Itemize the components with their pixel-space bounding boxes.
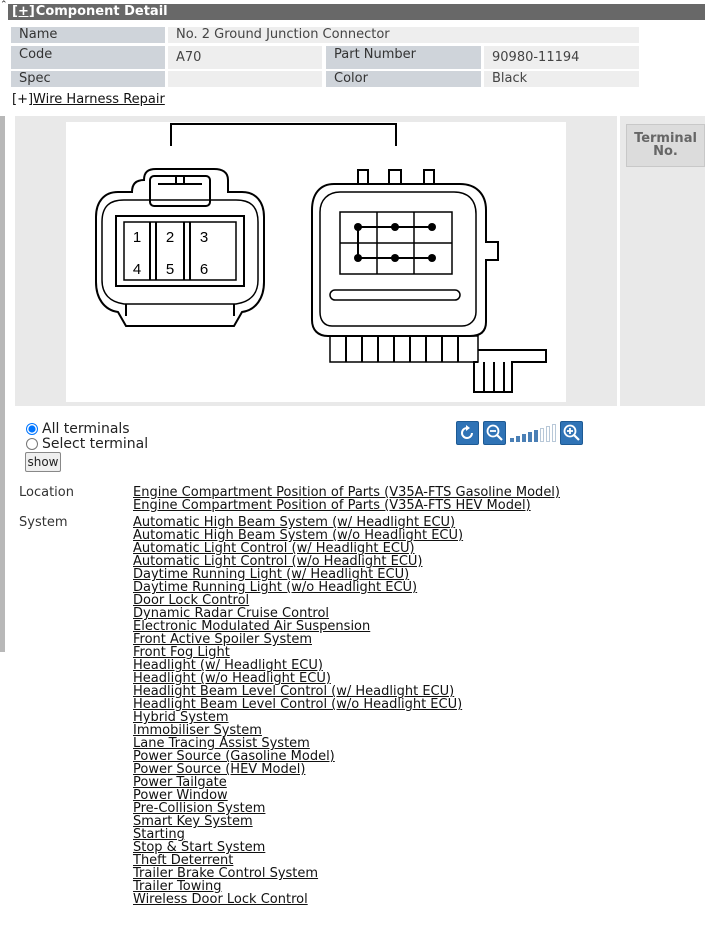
left-scrollbar[interactable] — [0, 116, 5, 652]
zoom-in-button[interactable] — [560, 421, 583, 445]
color-label: Color — [326, 71, 481, 87]
terminal-lead — [473, 349, 547, 393]
system-link[interactable]: Hybrid System — [133, 710, 229, 725]
select-terminal-option[interactable]: Select terminal — [26, 436, 148, 452]
wire-harness-repair-link[interactable]: [+]Wire Harness Repair — [12, 92, 165, 107]
system-link[interactable]: Headlight (w/o Headlight ECU) — [133, 671, 331, 686]
system-link[interactable]: Headlight Beam Level Control (w/o Headli… — [133, 697, 463, 712]
zoom-in-icon — [563, 424, 580, 441]
component-detail-header: [+]Component Detail — [8, 4, 705, 20]
system-link[interactable]: Headlight Beam Level Control (w/ Headlig… — [133, 684, 455, 699]
system-link[interactable]: Electronic Modulated Air Suspension — [133, 619, 371, 634]
view-link-bracket — [170, 123, 397, 146]
system-link[interactable]: Daytime Running Light (w/ Headlight ECU) — [133, 567, 410, 582]
zoom-level-bar[interactable] — [528, 432, 532, 442]
system-link[interactable]: Theft Deterrent — [133, 853, 234, 868]
female-connector-shell — [95, 168, 265, 327]
latch — [149, 175, 211, 207]
system-link[interactable]: Front Fog Light — [133, 645, 230, 660]
zoom-level-bar[interactable] — [540, 428, 544, 442]
location-label: Location — [19, 485, 74, 500]
system-link[interactable]: Pre-Collision System — [133, 801, 266, 816]
system-link[interactable]: Trailer Towing — [133, 879, 222, 894]
system-link[interactable]: Power Tailgate — [133, 775, 227, 790]
component-detail-title: Component Detail — [35, 4, 168, 19]
pin-2-label: 2 — [166, 229, 174, 246]
system-link[interactable]: Automatic Light Control (w/ Headlight EC… — [133, 541, 415, 556]
zoom-level-bar[interactable] — [534, 430, 538, 442]
system-link[interactable]: Dynamic Radar Cruise Control — [133, 606, 330, 621]
system-label: System — [19, 515, 68, 530]
system-link[interactable]: Power Window — [133, 788, 228, 803]
zoom-level-bar[interactable] — [516, 436, 520, 442]
system-link[interactable]: Power Source (Gasoline Model) — [133, 749, 335, 764]
code-value: A70 — [168, 46, 322, 69]
pin-4-label: 4 — [133, 261, 141, 278]
zoom-out-button[interactable] — [483, 421, 506, 445]
name-value: No. 2 Ground Junction Connector — [168, 27, 639, 43]
spec-label: Spec — [11, 71, 165, 87]
all-terminals-option[interactable]: All terminals — [26, 421, 130, 437]
connector-diagram[interactable]: 1 2 3 4 5 6 — [66, 122, 566, 402]
refresh-icon — [461, 425, 473, 439]
zoom-out-icon — [486, 424, 503, 441]
system-link[interactable]: Automatic High Beam System (w/ Headlight… — [133, 515, 456, 530]
component-detail-toggle[interactable]: [+] — [12, 4, 35, 19]
system-link[interactable]: Smart Key System — [133, 814, 253, 829]
system-links: Automatic High Beam System (w/ Headlight… — [133, 516, 463, 906]
all-terminals-radio[interactable] — [26, 423, 38, 435]
system-link[interactable]: Daytime Running Light (w/o Headlight ECU… — [133, 580, 418, 595]
name-label: Name — [11, 27, 165, 43]
code-label: Code — [11, 46, 165, 69]
collapse-caret-icon: ⌃ — [0, 0, 8, 10]
part-number-value: 90980-11194 — [484, 46, 639, 69]
system-link[interactable]: Automatic High Beam System (w/o Headligh… — [133, 528, 464, 543]
spec-value — [168, 71, 322, 87]
pin-5-label: 5 — [166, 261, 174, 278]
select-terminal-radio[interactable] — [26, 438, 38, 450]
location-links: Engine Compartment Position of Parts (V3… — [133, 486, 560, 512]
location-link[interactable]: Engine Compartment Position of Parts (V3… — [133, 498, 531, 513]
zoom-level-bar[interactable] — [510, 438, 514, 442]
system-link[interactable]: Starting — [133, 827, 185, 842]
wire-harness-toggle[interactable]: [+] — [12, 92, 34, 107]
system-link[interactable]: Front Active Spoiler System — [133, 632, 312, 647]
all-terminals-label: All terminals — [42, 421, 130, 437]
wire-harness-label[interactable]: Wire Harness Repair — [33, 92, 165, 107]
pin-3-label: 3 — [200, 229, 208, 246]
zoom-level-bar[interactable] — [552, 424, 556, 442]
zoom-level-bar[interactable] — [522, 434, 526, 442]
system-link[interactable]: Trailer Brake Control System — [133, 866, 319, 881]
system-link[interactable]: Door Lock Control — [133, 593, 250, 608]
color-value: Black — [484, 71, 639, 87]
reset-view-button[interactable] — [456, 421, 479, 445]
system-link[interactable]: Wireless Door Lock Control — [133, 892, 308, 907]
system-link[interactable]: Power Source (HEV Model) — [133, 762, 306, 777]
select-terminal-label: Select terminal — [42, 436, 149, 452]
location-link[interactable]: Engine Compartment Position of Parts (V3… — [133, 485, 560, 500]
system-link[interactable]: Automatic Light Control (w/o Headlight E… — [133, 554, 423, 569]
system-link[interactable]: Lane Tracing Assist System — [133, 736, 310, 751]
zoom-level-bar[interactable] — [546, 426, 550, 442]
system-link[interactable]: Stop & Start System — [133, 840, 266, 855]
system-link[interactable]: Headlight (w/ Headlight ECU) — [133, 658, 323, 673]
part-number-label: Part Number — [326, 46, 481, 69]
pin-1-label: 1 — [133, 229, 141, 246]
pin-6-label: 6 — [200, 261, 208, 278]
terminal-no-header: Terminal No. — [626, 124, 705, 167]
system-link[interactable]: Immobiliser System — [133, 723, 262, 738]
show-button[interactable]: show — [25, 452, 61, 472]
